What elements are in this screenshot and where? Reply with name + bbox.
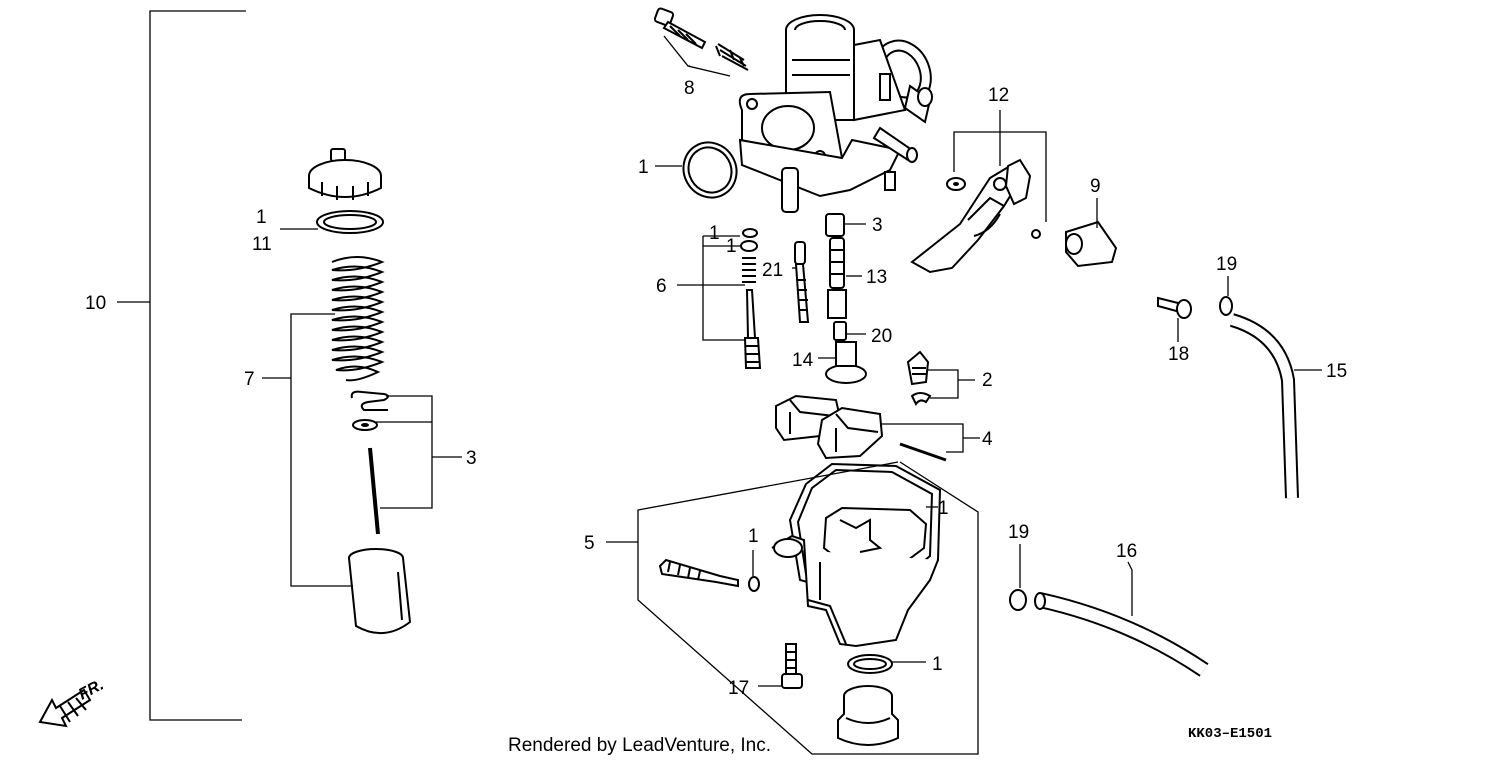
callout-21: 21 bbox=[762, 260, 783, 281]
callout-1-gasket: 1 bbox=[938, 498, 949, 519]
callout-1-pilot-a: 1 bbox=[709, 223, 720, 244]
drain-screw bbox=[758, 643, 803, 689]
arrow-left-down-icon bbox=[38, 688, 92, 728]
callout-9: 9 bbox=[1090, 176, 1101, 197]
callout-3-left: 3 bbox=[466, 448, 477, 469]
throttle-spring bbox=[331, 256, 385, 382]
callout-1-airscrew: 1 bbox=[748, 526, 759, 547]
callout-12: 12 bbox=[988, 85, 1009, 106]
callout-1-cap: 1 bbox=[256, 207, 267, 228]
throttle-valve bbox=[348, 548, 412, 634]
float-chamber bbox=[771, 462, 942, 648]
carburetor-body bbox=[738, 14, 933, 213]
jet-holder-14 bbox=[818, 341, 867, 384]
callout-19-lower: 19 bbox=[1008, 522, 1029, 543]
credit-text: Rendered by LeadVenture, Inc. bbox=[508, 735, 771, 756]
float-valve bbox=[906, 350, 975, 406]
body-o-ring bbox=[655, 141, 738, 199]
bracket-5 bbox=[637, 461, 979, 755]
carb-float bbox=[775, 394, 980, 462]
callout-19-upper: 19 bbox=[1216, 254, 1237, 275]
top-cap bbox=[308, 148, 382, 200]
callout-17: 17 bbox=[728, 678, 749, 699]
pilot-screw-set bbox=[677, 228, 762, 369]
tube-15 bbox=[1229, 313, 1322, 499]
callout-1-pilot-b: 1 bbox=[726, 236, 737, 257]
callout-15: 15 bbox=[1326, 361, 1347, 382]
choke-lever bbox=[910, 110, 1047, 274]
diagram-code: KK03–E1501 bbox=[1188, 726, 1272, 742]
tube-16 bbox=[1034, 561, 1209, 677]
callout-1-body: 1 bbox=[638, 157, 649, 178]
air-screw bbox=[658, 550, 760, 592]
callout-5: 5 bbox=[584, 533, 595, 554]
jet-needle-21 bbox=[792, 241, 810, 323]
callout-7: 7 bbox=[244, 369, 255, 390]
main-jet-20 bbox=[833, 321, 866, 341]
needle-jet-holder bbox=[825, 213, 866, 237]
callout-11: 11 bbox=[252, 234, 272, 255]
bracket-7 bbox=[290, 313, 353, 587]
jet-needle-set bbox=[350, 390, 389, 535]
callout-6: 6 bbox=[656, 276, 667, 297]
callout-4: 4 bbox=[982, 429, 993, 450]
cap-gasket bbox=[280, 210, 384, 234]
callout-3-center: 3 bbox=[872, 215, 883, 236]
callout-2: 2 bbox=[982, 370, 993, 391]
callout-1-bottom: 1 bbox=[932, 654, 943, 675]
throttle-stop-screw bbox=[653, 7, 749, 77]
callout-20: 20 bbox=[871, 326, 892, 347]
hose-clip-upper bbox=[1219, 276, 1233, 316]
bracket-10 bbox=[117, 10, 246, 721]
callout-18: 18 bbox=[1168, 344, 1189, 365]
callout-10: 10 bbox=[85, 293, 106, 314]
callout-14: 14 bbox=[792, 350, 814, 371]
callout-13: 13 bbox=[866, 267, 887, 288]
callout-8: 8 bbox=[684, 78, 695, 99]
needle-jet-13 bbox=[827, 237, 862, 319]
choke-link-9 bbox=[1065, 198, 1118, 268]
hose-clip-lower bbox=[1009, 544, 1027, 611]
bracket-3-left bbox=[376, 395, 462, 509]
callout-16: 16 bbox=[1116, 541, 1137, 562]
screw-18 bbox=[1157, 296, 1192, 342]
bowl-plug bbox=[837, 654, 926, 746]
